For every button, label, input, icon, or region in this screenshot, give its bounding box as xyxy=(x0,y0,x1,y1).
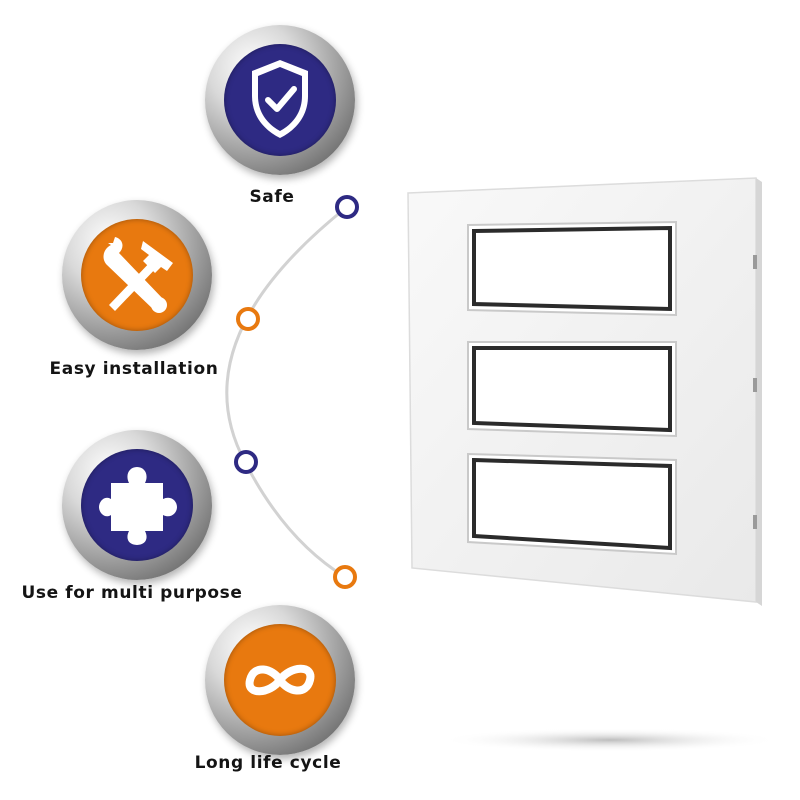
timeline-curve xyxy=(225,205,348,579)
tools-icon xyxy=(103,237,173,313)
badge-core xyxy=(224,44,336,156)
infinity-icon xyxy=(245,664,315,696)
shield-check-icon xyxy=(252,60,308,138)
plate-slot xyxy=(467,452,677,556)
feature-label-multi-purpose: Use for multi purpose xyxy=(21,583,243,603)
badge-core xyxy=(81,219,193,331)
plate-slot xyxy=(467,220,677,317)
feature-label-easy-installation: Easy installation xyxy=(49,359,219,379)
feature-badge-long-life-cycle xyxy=(205,605,355,755)
plate-slot xyxy=(467,341,677,438)
timeline-marker xyxy=(335,195,359,219)
feature-badge-easy-installation xyxy=(62,200,212,350)
feature-badge-multi-purpose xyxy=(62,430,212,580)
timeline-marker xyxy=(234,450,258,474)
switch-plate-image xyxy=(407,177,780,752)
feature-label-long-life-cycle: Long life cycle xyxy=(194,753,342,773)
timeline-marker xyxy=(333,565,357,589)
timeline-marker xyxy=(236,307,260,331)
plate-shadow xyxy=(440,728,780,752)
feature-label-safe: Safe xyxy=(249,187,295,207)
badge-core xyxy=(224,624,336,736)
feature-badge-safe xyxy=(205,25,355,175)
badge-core xyxy=(81,449,193,561)
plate-edge xyxy=(756,178,762,606)
puzzle-piece-icon xyxy=(99,467,177,545)
